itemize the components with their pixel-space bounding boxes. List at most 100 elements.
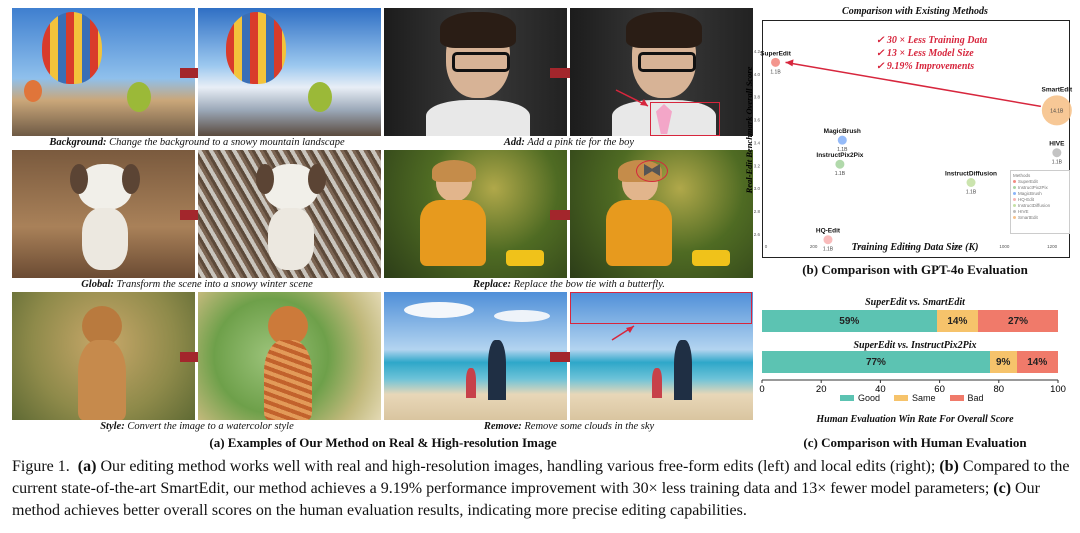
scatter-title: Comparison with Existing Methods — [842, 6, 988, 17]
scatter-point-instructpix2pix — [835, 159, 845, 169]
point-size-label: 14.1B — [1050, 108, 1064, 114]
caption-b-text: Compared to the current state-of-the-art… — [12, 458, 1070, 497]
bar-axis-tick-label: 100 — [1050, 384, 1066, 395]
scatter-point-instructdiffusion — [966, 178, 976, 187]
point-name-label: MagicBrush — [824, 128, 861, 135]
meerkat-original-image — [12, 292, 195, 420]
bar-x-axis: 0 20 40 60 80 100 — [759, 379, 1066, 395]
point-name-label: HIVE — [1049, 141, 1065, 148]
y-tick-label: 3.6 — [754, 118, 761, 123]
point-size-label: 1.1B — [823, 247, 834, 253]
point-size-label: 1.1B — [966, 190, 977, 196]
caption-a-text: Our editing method works well with real … — [96, 458, 940, 475]
improvement-arrow — [785, 61, 1041, 108]
point-name-label: HQ-Edit — [816, 228, 841, 235]
figure-caption: Figure 1. (a) Our editing method works w… — [12, 456, 1070, 522]
stacked-bar-chart: 59%14%27%77%9%14% — [762, 308, 1058, 388]
scatter-point-hive — [1052, 148, 1062, 158]
bar-axis-tick-label: 80 — [994, 384, 1005, 395]
point-name-label: SmartEdit — [1041, 86, 1073, 93]
beach-edited-image — [570, 292, 753, 420]
bar-segment-same: 9% — [989, 351, 1017, 373]
y-tick-label: 2.8 — [754, 209, 761, 214]
legend-good: Good — [840, 393, 880, 403]
bar-segment-good: 59% — [762, 310, 937, 332]
x-tick-label: 1200 — [1047, 244, 1058, 249]
scatter-annotation-list: ✓ 30 × Less Training Data ✓ 13 × Less Mo… — [876, 34, 987, 73]
legend-title: Methods — [1013, 173, 1031, 178]
caption-style-edit: Style: Convert the image to a watercolor… — [100, 421, 294, 432]
dog-original-image — [12, 150, 195, 278]
girl-edited-image — [570, 150, 753, 278]
bar-segment-bad: 27% — [978, 310, 1058, 332]
bar-axis-tick-label: 40 — [875, 384, 886, 395]
beach-original-image — [384, 292, 567, 420]
point-size-label: 1.1B — [770, 69, 781, 75]
point-name-label: InstructPix2Pix — [816, 152, 863, 159]
point-name-label: InstructDiffusion — [945, 171, 997, 178]
improvement-arrowhead — [785, 59, 794, 67]
girl-original-image — [384, 150, 567, 278]
legend-same: Same — [894, 393, 936, 403]
caption-replace-edit: Replace: Replace the bow tie with a butt… — [473, 279, 665, 290]
annotation-model-size: ✓ 13 × Less Model Size — [876, 48, 974, 59]
scatter-point-superedit — [771, 57, 781, 67]
bar-segment-good: 77% — [762, 351, 990, 373]
bar-segment-bad: 14% — [1016, 351, 1058, 373]
legend-item: HQ-Edit — [1013, 197, 1067, 203]
caption-global-edit: Global: Transform the scene into a snowy… — [81, 279, 313, 290]
y-tick-label: 3.0 — [754, 186, 761, 191]
annotation-training-data: ✓ 30 × Less Training Data — [876, 35, 988, 46]
x-tick-label: 600 — [905, 244, 913, 249]
x-tick-label: 400 — [858, 244, 866, 249]
x-tick-label: 0 — [765, 244, 768, 249]
caption-c-marker: (c) — [993, 480, 1012, 497]
dog-edited-image — [198, 150, 381, 278]
scatter-point-smartedit — [1041, 95, 1072, 126]
boy-edited-image — [570, 8, 753, 136]
bar-legend: Good Same Bad — [840, 393, 984, 403]
y-tick-label: 2.6 — [754, 232, 761, 237]
y-tick-label: 4.2 — [754, 49, 761, 54]
annotation-improvement: ✓ 9.19% Improvements — [876, 61, 975, 72]
y-tick-label: 4.0 — [754, 72, 761, 77]
subcaption-a: (a) Examples of Our Method on Real & Hig… — [209, 435, 557, 450]
legend-item: InstructDiffusion — [1013, 203, 1067, 209]
caption-c-text: Our method achieves better overall score… — [12, 480, 1040, 519]
bar-chart-title: Human Evaluation Win Rate For Overall Sc… — [816, 414, 1014, 425]
legend-item: SuperEdit — [1013, 179, 1067, 185]
legend-item: InstructPix2Pix — [1013, 185, 1067, 191]
bar-segment-same: 14% — [936, 310, 979, 332]
figure-label: Figure 1. — [12, 458, 70, 475]
meerkat-edited-image — [198, 292, 381, 420]
y-tick-label: 3.8 — [754, 95, 761, 100]
balloon-edited-image — [198, 8, 381, 136]
edit-highlight-box — [650, 102, 720, 136]
caption-a-marker: (a) — [77, 458, 97, 475]
point-size-label: 1.1B — [837, 147, 848, 153]
legend-item: SmartEdit — [1013, 215, 1067, 221]
subcaption-b: (b) Comparison with GPT-4o Evaluation — [802, 262, 1028, 277]
x-tick-label: 200 — [810, 244, 818, 249]
point-size-label: 1.1B — [1052, 160, 1063, 166]
scatter-point-magicbrush — [837, 135, 847, 145]
edit-highlight-box — [636, 160, 668, 182]
caption-remove-edit: Remove: Remove some clouds in the sky — [483, 421, 655, 432]
point-name-label: SuperEdit — [760, 50, 792, 57]
caption-b-marker: (b) — [939, 458, 959, 475]
bar-axis-tick-label: 60 — [934, 384, 945, 395]
bar-row-label-1: SuperEdit vs. SmartEdit — [865, 297, 965, 308]
legend-item: MagicBrush — [1013, 191, 1067, 197]
bar-axis-tick-label: 20 — [816, 384, 827, 395]
subcaption-c: (c) Comparison with Human Evaluation — [803, 435, 1027, 450]
boy-original-image — [384, 8, 567, 136]
scatter-point-hq-edit — [823, 235, 833, 245]
examples-panel — [12, 8, 754, 428]
bar-axis-tick-label: 0 — [759, 384, 764, 395]
x-tick-label: 800 — [953, 244, 961, 249]
legend-bad: Bad — [949, 393, 984, 403]
scatter-ylabel: Real-Edit Benchmark Overall Score — [744, 66, 754, 194]
scatter-xlabel: Training Editing Data Size (K) — [851, 242, 979, 253]
